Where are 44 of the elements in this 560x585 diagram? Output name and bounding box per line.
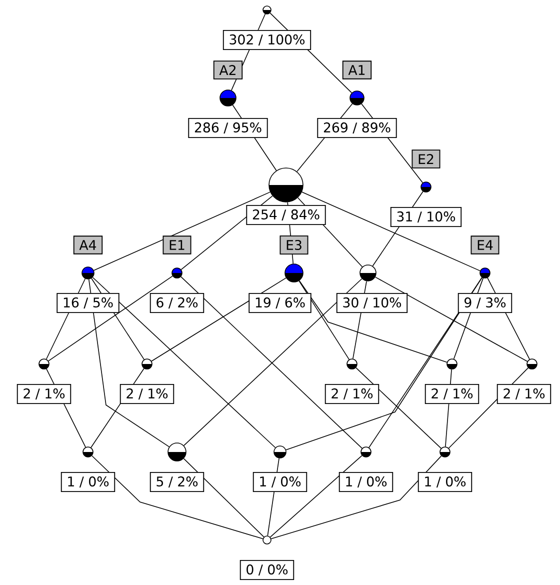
count-label: 30 / 10%: [336, 292, 408, 314]
lattice-line: [298, 280, 448, 363]
count-label: 1 / 0%: [60, 472, 116, 492]
count-label: 2 / 1%: [16, 384, 72, 404]
lattice-line: [88, 278, 170, 448]
count-label: 254 / 84%: [246, 204, 326, 226]
lattice-line: [298, 280, 350, 360]
count-label: 286 / 95%: [188, 118, 268, 138]
count-label: 302 / 100%: [222, 30, 312, 50]
lattice-line: [151, 278, 286, 362]
count-label: 6 / 2%: [150, 292, 204, 314]
count-label: 19 / 6%: [248, 292, 312, 314]
count-label: 2 / 1%: [424, 384, 480, 404]
lattice-line: [356, 367, 442, 449]
count-label: 31 / 10%: [390, 206, 462, 228]
count-label: 2 / 1%: [324, 384, 380, 404]
count-label: 1 / 0%: [338, 472, 394, 492]
lattice-line: [286, 277, 482, 450]
lattice-line: [374, 276, 528, 362]
lattice-line: [270, 456, 442, 540]
count-label: 9 / 3%: [458, 292, 512, 314]
lattice-line: [92, 276, 276, 448]
count-label: 2 / 1%: [120, 384, 174, 404]
lattice-line: [48, 276, 173, 362]
attribute-label: A2: [213, 60, 243, 80]
lattice-line: [368, 277, 482, 448]
count-label: 0 / 0%: [240, 560, 294, 580]
attribute-label: E2: [412, 150, 440, 168]
lattice-line: [302, 192, 480, 272]
lattice-line: [93, 192, 270, 271]
attribute-label: E1: [162, 236, 192, 254]
attribute-label: E3: [280, 235, 308, 254]
count-label: 16 / 5%: [56, 292, 120, 314]
attribute-label: E4: [470, 236, 500, 254]
count-label: 2 / 1%: [496, 384, 552, 404]
count-label: 1 / 0%: [252, 472, 308, 492]
lattice-line: [183, 458, 264, 538]
count-label: 1 / 0%: [418, 472, 472, 492]
count-label: 5 / 2%: [150, 472, 204, 492]
attribute-label: A4: [73, 236, 103, 254]
attribute-label: A1: [342, 60, 372, 80]
count-label: 269 / 89%: [317, 118, 397, 138]
lattice-line: [270, 455, 362, 538]
lattice-line: [92, 455, 264, 540]
